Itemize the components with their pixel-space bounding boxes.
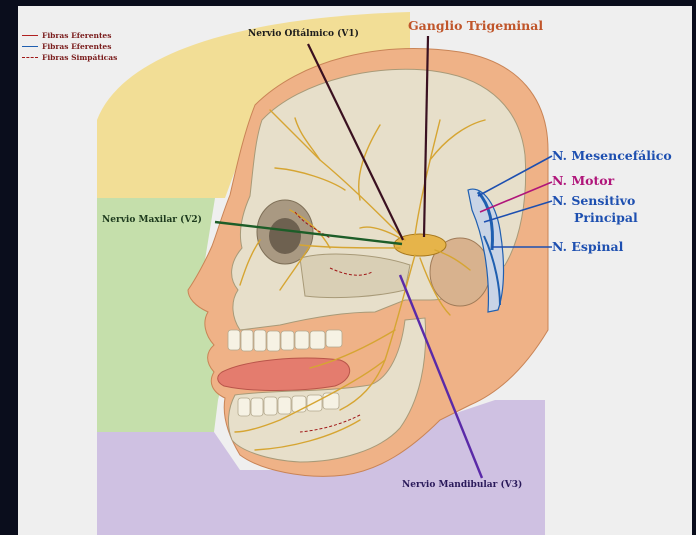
legend: Fibras Eferentes Fibras Eferentes Fibras… (22, 30, 117, 63)
legend-swatch-blue (22, 46, 38, 47)
label-principal-sensory-nucleus-line1: N. Sensitivo (552, 194, 635, 208)
label-spinal-nucleus: N. Espinal (552, 240, 623, 254)
label-v3-mandibular: Nervio Mandibular (V3) (402, 480, 522, 490)
label-mesencephalic-nucleus: N. Mesencefálico (552, 149, 672, 163)
label-trigeminal-ganglion: Ganglio Trigeminal (408, 19, 543, 33)
label-motor-nucleus: N. Motor (552, 174, 614, 188)
legend-swatch-dashed (22, 57, 38, 58)
legend-label: Fibras Eferentes (42, 42, 111, 51)
legend-label: Fibras Simpáticas (42, 53, 117, 62)
legend-item-sympathetic: Fibras Simpáticas (22, 52, 117, 63)
label-v1-ophthalmic: Nervio Oftálmico (V1) (248, 29, 359, 39)
legend-label: Fibras Eferentes (42, 31, 111, 40)
label-principal-sensory-nucleus-line2: Principal (574, 211, 638, 225)
label-v2-maxillary: Nervio Maxilar (V2) (102, 215, 202, 225)
upper-teeth (228, 330, 342, 351)
legend-item-efferent-red: Fibras Eferentes (22, 30, 117, 41)
legend-swatch-red (22, 35, 38, 36)
legend-item-efferent-blue: Fibras Eferentes (22, 41, 117, 52)
